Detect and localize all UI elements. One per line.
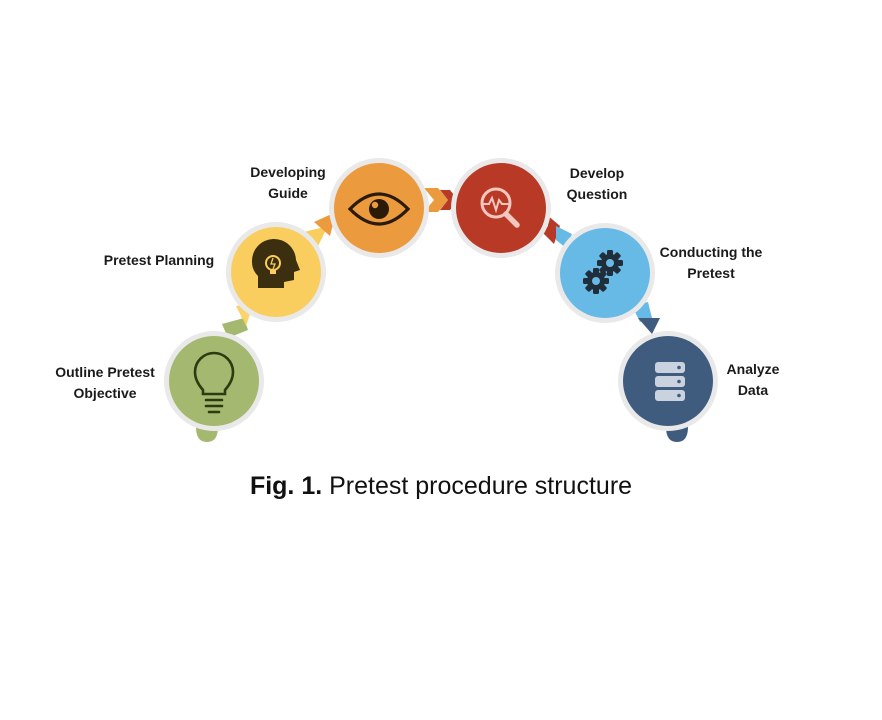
lightbulb-icon — [193, 351, 235, 414]
chevron-arrow-3 — [424, 188, 448, 212]
step-label-pretest-planning: Pretest Planning — [103, 252, 215, 268]
caption-prefix: Fig. 1. — [249, 472, 323, 500]
chevron-arrow-4 — [542, 214, 560, 244]
step-circle-1 — [169, 336, 259, 426]
figure-caption: Fig. 1. Pretest procedure structure — [0, 472, 882, 501]
step-circle-4 — [456, 163, 546, 253]
database-icon — [655, 362, 685, 401]
step-circles — [164, 158, 718, 431]
caption-text: Pretest procedure structure — [329, 472, 633, 500]
magnifier-pulse-icon — [480, 187, 520, 228]
eye-icon — [347, 192, 411, 226]
chevron-arrow-1 — [222, 318, 248, 338]
chevron-arrow-5b — [638, 318, 660, 334]
chevron-arrow-2 — [304, 226, 328, 246]
gears-icon — [583, 250, 623, 294]
head-lightbulb-icon — [251, 238, 300, 288]
